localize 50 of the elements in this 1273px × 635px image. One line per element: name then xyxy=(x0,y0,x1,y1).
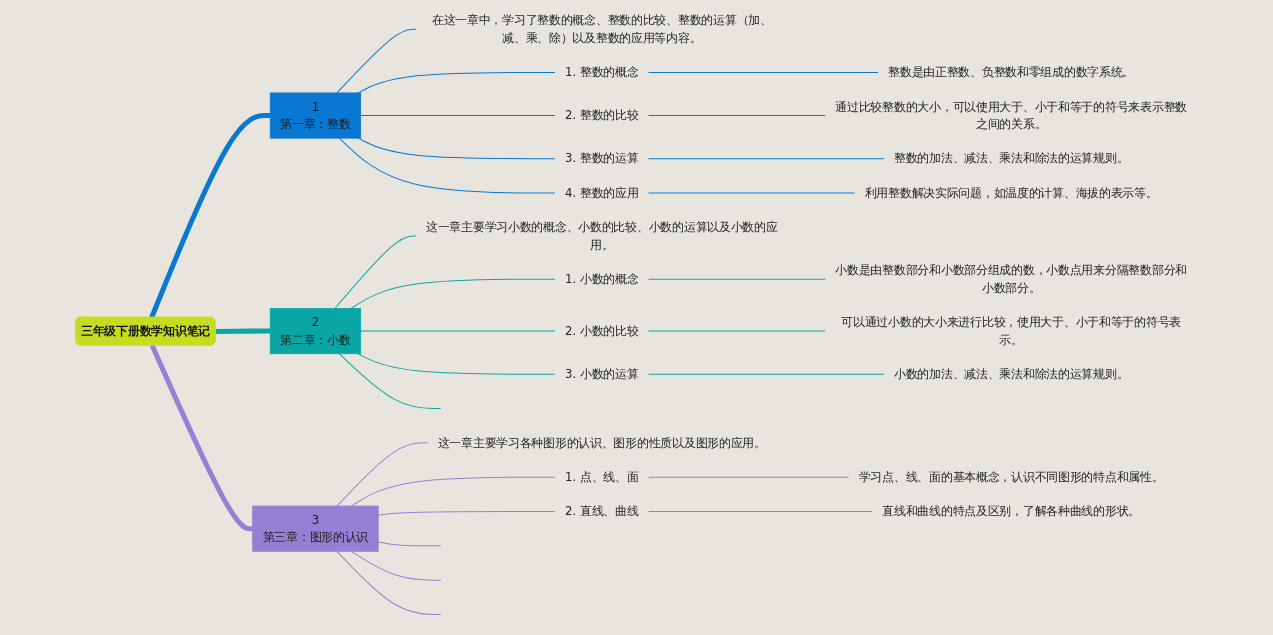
node-text: 2. 小数的比较 xyxy=(565,323,639,338)
connector xyxy=(648,511,873,512)
node-text: 直线和曲线的特点及区别，了解各种曲线的形状。 xyxy=(882,504,1141,518)
connector xyxy=(338,137,556,194)
node-text: 4. 整数的应用 xyxy=(565,185,639,200)
connector xyxy=(377,511,556,516)
connector xyxy=(648,476,850,478)
node-box: 2 第二章：小数 xyxy=(269,308,362,355)
connector xyxy=(338,353,442,410)
node-text: 3. 整数的运算 xyxy=(565,151,639,165)
connector xyxy=(360,330,556,332)
connector xyxy=(336,28,417,94)
node-text: 3. 小数的运算 xyxy=(565,367,639,381)
connector xyxy=(149,113,271,319)
connector xyxy=(648,71,879,73)
connector xyxy=(377,541,442,547)
connector xyxy=(350,278,556,309)
node-text: 1. 小数的概念 xyxy=(565,272,639,286)
connector xyxy=(336,550,442,615)
connector xyxy=(648,373,885,375)
connector xyxy=(648,278,826,280)
node-text: 小数的加法、减法、乘法和除法的运算规则。 xyxy=(893,367,1129,381)
connector xyxy=(215,328,271,335)
node-text: 2. 直线、曲线 xyxy=(565,504,639,518)
connector xyxy=(357,353,556,375)
node-text: 这一章主要学习小数的概念、小数的比较、小数的运算以及小数的应用。 xyxy=(425,220,778,252)
node-text: 利用整数解决实际问题，如温度的计算、海拔的表示等。 xyxy=(864,185,1158,200)
node-text: 可以通过小数的大小来进行比较，使用大于、小于和等于的符号表示。 xyxy=(841,315,1182,347)
connector xyxy=(357,137,556,160)
connector xyxy=(334,235,417,309)
connector xyxy=(648,158,885,160)
node-text: 小数是由整数部分和小数部分组成的数，小数点用来分隔整数部分和小数部分。 xyxy=(835,263,1187,295)
connector xyxy=(350,550,442,581)
connector xyxy=(336,442,429,507)
node-text: 通过比较整数的大小，可以使用大于、小于和等于的符号来表示整数之间的关系。 xyxy=(835,99,1187,131)
connector xyxy=(350,476,556,507)
node-text: 学习点、线、面的基本概念，认识不同图形的特点和属性。 xyxy=(858,470,1164,484)
connector xyxy=(357,71,556,94)
node-text: 2. 整数的比较 xyxy=(565,108,639,122)
node-text: 1. 点、线、面 xyxy=(565,470,639,484)
node-box: 1 第一章：整数 xyxy=(269,92,362,139)
node-text: 在这一章中，学习了整数的概念、整数的比较、整数的运算（加、减、乘、除）以及整数的应用等内容。 xyxy=(431,13,772,45)
connector xyxy=(360,115,556,117)
node-text: 整数是由正整数、负整数和零组成的数字系统。 xyxy=(888,65,1135,79)
connector xyxy=(149,344,253,532)
connector xyxy=(648,115,826,117)
node-text: 这一章主要学习各种图形的认识、图形的性质以及图形的应用。 xyxy=(437,435,766,450)
node-text: 1. 整数的概念 xyxy=(565,65,639,79)
node-text: 整数的加法、减法、乘法和除法的运算规则。 xyxy=(893,151,1129,165)
node-box: 3 第三章：图形的认识 xyxy=(252,505,379,552)
